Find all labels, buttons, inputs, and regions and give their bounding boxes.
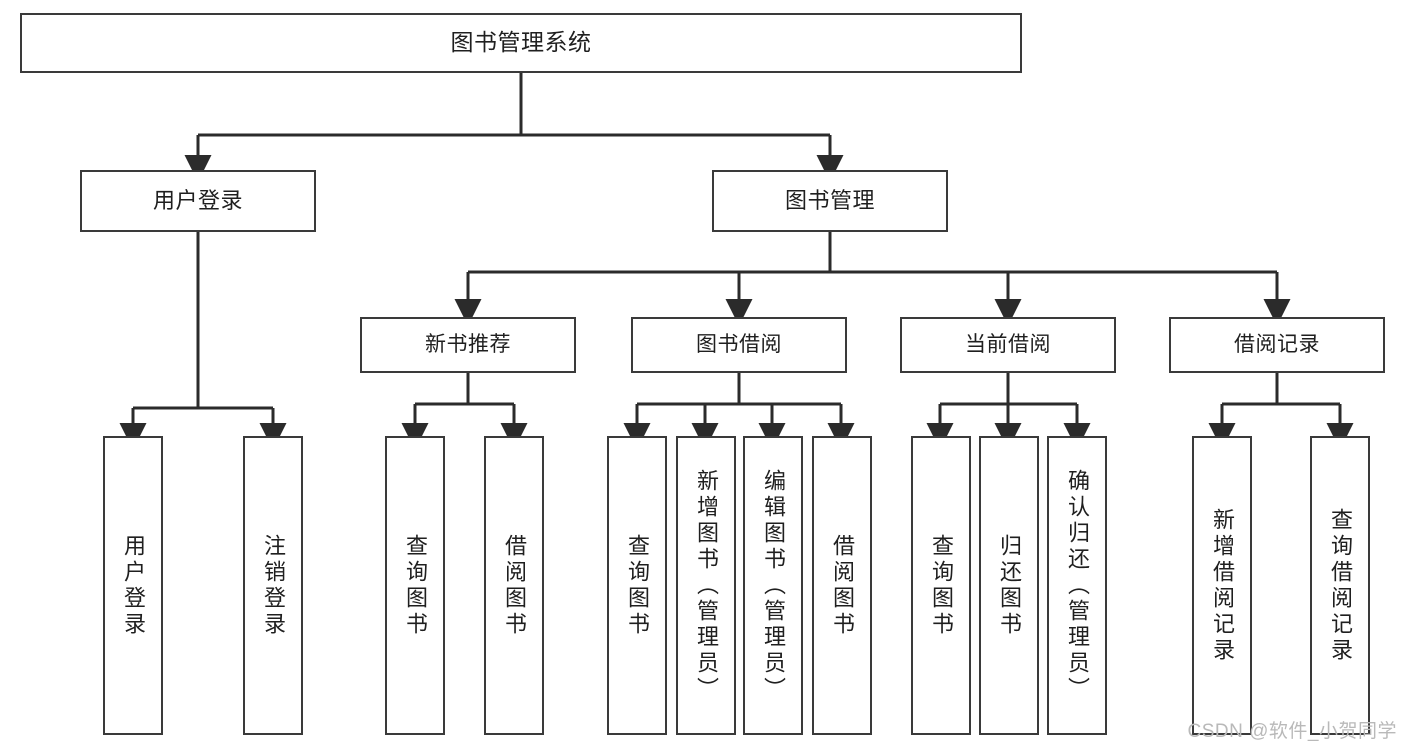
node-leaf-edit-book-label: 编辑图书（管理员）: [761, 468, 786, 703]
node-leaf-query-book-1[interactable]: 查询图书: [385, 436, 445, 735]
node-leaf-return-book[interactable]: 归还图书: [979, 436, 1039, 735]
node-book-management-label: 图书管理: [784, 188, 875, 214]
node-root-label: 图书管理系统: [450, 29, 592, 56]
node-leaf-query-record[interactable]: 查询借阅记录: [1310, 436, 1370, 735]
node-leaf-add-book-label: 新增图书（管理员）: [694, 468, 719, 703]
node-leaf-edit-book[interactable]: 编辑图书（管理员）: [743, 436, 803, 735]
node-leaf-query-record-label: 查询借阅记录: [1328, 507, 1353, 664]
node-leaf-add-record[interactable]: 新增借阅记录: [1192, 436, 1252, 735]
node-book-borrow[interactable]: 图书借阅: [631, 317, 847, 373]
node-new-book-recommend-label: 新书推荐: [425, 332, 511, 356]
node-leaf-return-book-label: 归还图书: [997, 533, 1022, 638]
node-borrow-record-label: 借阅记录: [1234, 332, 1320, 356]
node-new-book-recommend[interactable]: 新书推荐: [360, 317, 576, 373]
node-book-borrow-label: 图书借阅: [696, 332, 782, 356]
node-leaf-add-book[interactable]: 新增图书（管理员）: [676, 436, 736, 735]
node-leaf-user-logout-label: 注销登录: [261, 533, 286, 638]
node-leaf-user-login[interactable]: 用户登录: [103, 436, 163, 735]
node-user-login[interactable]: 用户登录: [80, 170, 316, 232]
node-leaf-borrow-book-2[interactable]: 借阅图书: [812, 436, 872, 735]
watermark-text: CSDN @软件_小贺同学: [1187, 721, 1397, 742]
node-leaf-borrow-book-2-label: 借阅图书: [830, 533, 855, 638]
node-book-management[interactable]: 图书管理: [712, 170, 948, 232]
node-leaf-query-book-2[interactable]: 查询图书: [607, 436, 667, 735]
node-leaf-add-record-label: 新增借阅记录: [1210, 507, 1235, 664]
node-current-borrow[interactable]: 当前借阅: [900, 317, 1116, 373]
node-root[interactable]: 图书管理系统: [20, 13, 1022, 73]
node-current-borrow-label: 当前借阅: [965, 332, 1051, 356]
node-borrow-record[interactable]: 借阅记录: [1169, 317, 1385, 373]
node-leaf-borrow-book-1-label: 借阅图书: [502, 533, 527, 638]
node-leaf-user-logout[interactable]: 注销登录: [243, 436, 303, 735]
node-user-login-label: 用户登录: [152, 188, 243, 214]
node-leaf-confirm-return-label: 确认归还（管理员）: [1065, 468, 1090, 703]
node-leaf-user-login-label: 用户登录: [121, 533, 146, 638]
node-leaf-query-book-2-label: 查询图书: [625, 533, 650, 638]
node-leaf-query-book-1-label: 查询图书: [403, 533, 428, 638]
node-leaf-query-book-3-label: 查询图书: [929, 533, 954, 638]
node-leaf-borrow-book-1[interactable]: 借阅图书: [484, 436, 544, 735]
node-leaf-query-book-3[interactable]: 查询图书: [911, 436, 971, 735]
node-leaf-confirm-return[interactable]: 确认归还（管理员）: [1047, 436, 1107, 735]
